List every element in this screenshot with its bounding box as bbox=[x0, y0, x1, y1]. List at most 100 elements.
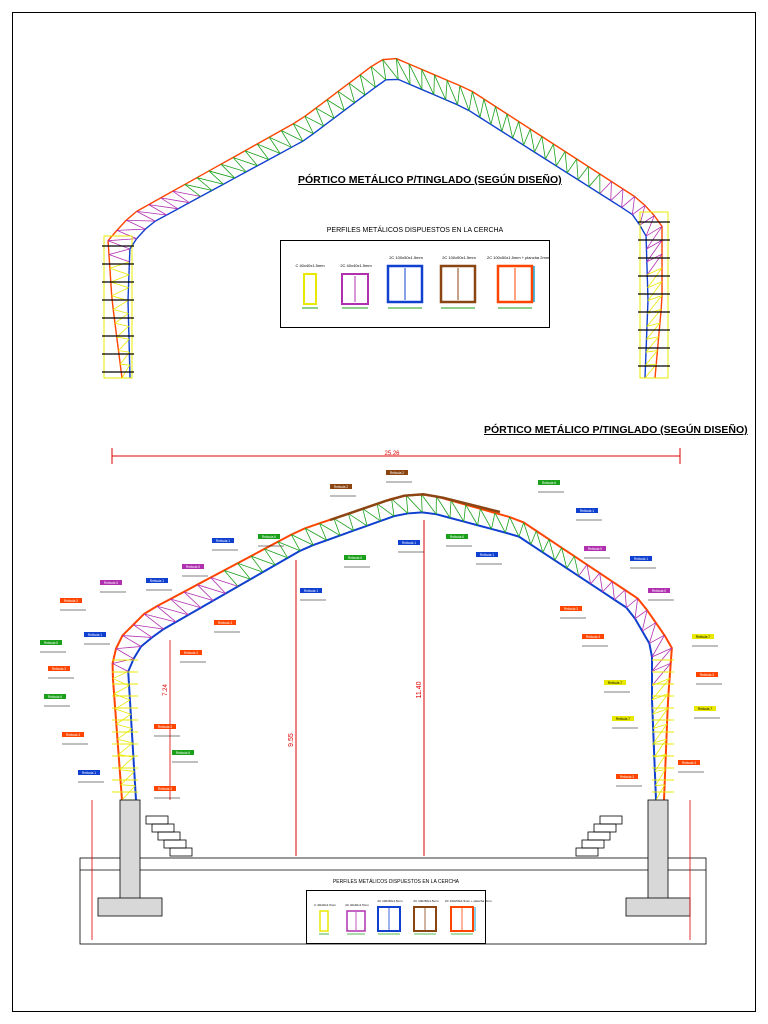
top-profile-legend: PERFILES METÁLICOS DISPUESTOS EN LA CERC… bbox=[280, 227, 550, 328]
truss-web-post bbox=[491, 512, 496, 530]
truss-web-diagonal bbox=[576, 158, 579, 180]
legend-item: C 40x40x1.5mm bbox=[287, 263, 333, 319]
truss-web-post bbox=[120, 784, 136, 787]
legend-caption: 2C 40x40x1.5mm bbox=[345, 903, 369, 907]
profile-2c-blue-icon bbox=[386, 264, 424, 309]
truss-web-post bbox=[156, 605, 177, 623]
tag-badge bbox=[212, 538, 234, 543]
stair-step bbox=[157, 831, 181, 841]
truss-web-post bbox=[634, 609, 648, 619]
truss-web-diagonal bbox=[535, 530, 544, 553]
truss-web-post bbox=[645, 363, 657, 366]
tag-badge bbox=[100, 580, 122, 585]
truss-web-post bbox=[602, 581, 613, 593]
truss-web-diagonal bbox=[518, 121, 524, 146]
truss-web-diagonal bbox=[652, 708, 668, 729]
truss-web-post bbox=[653, 723, 668, 729]
truss-web-post bbox=[315, 107, 325, 127]
truss-web-diagonal bbox=[281, 130, 304, 142]
truss-web-diagonal bbox=[148, 204, 179, 210]
tag-badge bbox=[648, 588, 670, 593]
truss-web-diagonal bbox=[553, 143, 557, 166]
truss-web-diagonal bbox=[395, 58, 411, 85]
truss-web-post bbox=[362, 508, 368, 526]
tag-label: Reticula 7 bbox=[608, 681, 622, 685]
tag-label: Reticula 1 bbox=[82, 771, 96, 775]
truss-web-post bbox=[304, 116, 314, 134]
legend-caption: 2C 100x50x1.5mm + plancha 2mm bbox=[445, 899, 492, 903]
member-tag: Reticula 6 bbox=[172, 750, 198, 763]
truss-web-diagonal bbox=[126, 219, 156, 222]
tag-label: Reticula 3 bbox=[64, 599, 78, 603]
truss-web-post bbox=[170, 598, 189, 616]
truss-web-post bbox=[333, 518, 341, 536]
legend-item: 2C 100x50x1.5mm + plancha 2mm bbox=[487, 255, 549, 319]
truss-web-post bbox=[148, 204, 167, 216]
truss-web-post bbox=[347, 513, 354, 531]
profile-c-single-icon bbox=[319, 910, 329, 935]
truss-web-post bbox=[184, 184, 201, 197]
truss-web-diagonal bbox=[509, 516, 520, 537]
member-tag: Reticula 6 bbox=[258, 534, 284, 547]
member-tag: Reticula 6 bbox=[44, 694, 70, 707]
member-tag: Reticula 5 bbox=[100, 580, 126, 593]
truss-web-post bbox=[304, 528, 314, 546]
truss-web-post bbox=[232, 157, 247, 173]
truss-web-post bbox=[555, 151, 566, 167]
tag-label: Reticula 1 bbox=[480, 553, 494, 557]
truss-web-diagonal bbox=[382, 59, 399, 80]
truss-web-diagonal bbox=[599, 573, 603, 592]
tag-badge bbox=[584, 546, 606, 551]
truss-web-post bbox=[113, 309, 129, 314]
member-tag: Reticula 6 bbox=[446, 534, 472, 547]
truss-web-post bbox=[530, 530, 537, 545]
truss-web-diagonal bbox=[359, 74, 376, 88]
truss-web-diagonal bbox=[611, 581, 615, 600]
truss-web-diagonal bbox=[459, 85, 470, 111]
truss-web-post bbox=[647, 308, 662, 314]
crown-chord bbox=[329, 493, 501, 522]
truss-web-post bbox=[405, 495, 409, 514]
height-label-1: 9.55 bbox=[288, 733, 295, 747]
truss-web-diagonal bbox=[586, 564, 591, 585]
truss-web-post bbox=[647, 295, 663, 301]
tag-badge bbox=[154, 786, 176, 791]
truss-web-diagonal bbox=[116, 713, 132, 725]
member-tag: Reticula 3 bbox=[214, 620, 240, 633]
truss-web-diagonal bbox=[114, 699, 131, 710]
truss-web-diagonal bbox=[434, 74, 447, 100]
truss-web-post bbox=[457, 85, 461, 105]
truss-web-post bbox=[463, 504, 467, 522]
truss-web-post bbox=[108, 254, 130, 263]
tag-label: Reticula 2 bbox=[334, 485, 348, 489]
member-tag: Reticula 6 bbox=[40, 640, 66, 653]
profile-2c-small-icon bbox=[341, 273, 369, 309]
truss-web-post bbox=[110, 281, 129, 289]
truss-web-diagonal bbox=[237, 562, 264, 573]
truss-web-post bbox=[370, 66, 376, 88]
truss-web-diagonal bbox=[647, 295, 663, 314]
member-tags: Reticula 2 Reticula 2 Reticula 6 Reticula 1… bbox=[40, 470, 722, 799]
member-tag: Reticula 3 bbox=[678, 760, 704, 773]
legend-item: 2C 100x50x1.5mm bbox=[433, 255, 485, 319]
stair-step bbox=[599, 815, 623, 825]
truss-web-diagonal bbox=[421, 494, 437, 515]
legend-item: 2C 100x50x1.5mm bbox=[373, 899, 407, 942]
tag-badge bbox=[182, 564, 204, 569]
member-tag: Reticula 6 bbox=[538, 480, 564, 493]
member-tag: Reticula 5 bbox=[648, 588, 674, 601]
legend-item: 2C 40x40x1.5mm bbox=[333, 263, 379, 319]
truss-web-diagonal bbox=[647, 267, 663, 288]
truss-web-diagonal bbox=[160, 197, 190, 204]
tag-badge bbox=[446, 534, 468, 539]
legend-heading: PERFILES METÁLICOS DISPUESTOS EN LA CERC… bbox=[326, 227, 504, 234]
tag-label: Reticula 7 bbox=[616, 717, 630, 721]
tag-label: Reticula 2 bbox=[390, 471, 404, 475]
truss-web-post bbox=[250, 555, 264, 573]
truss-web-diagonal bbox=[156, 605, 189, 616]
tag-badge bbox=[62, 732, 84, 737]
truss-web-post bbox=[143, 613, 164, 630]
truss-web-post bbox=[614, 589, 626, 601]
